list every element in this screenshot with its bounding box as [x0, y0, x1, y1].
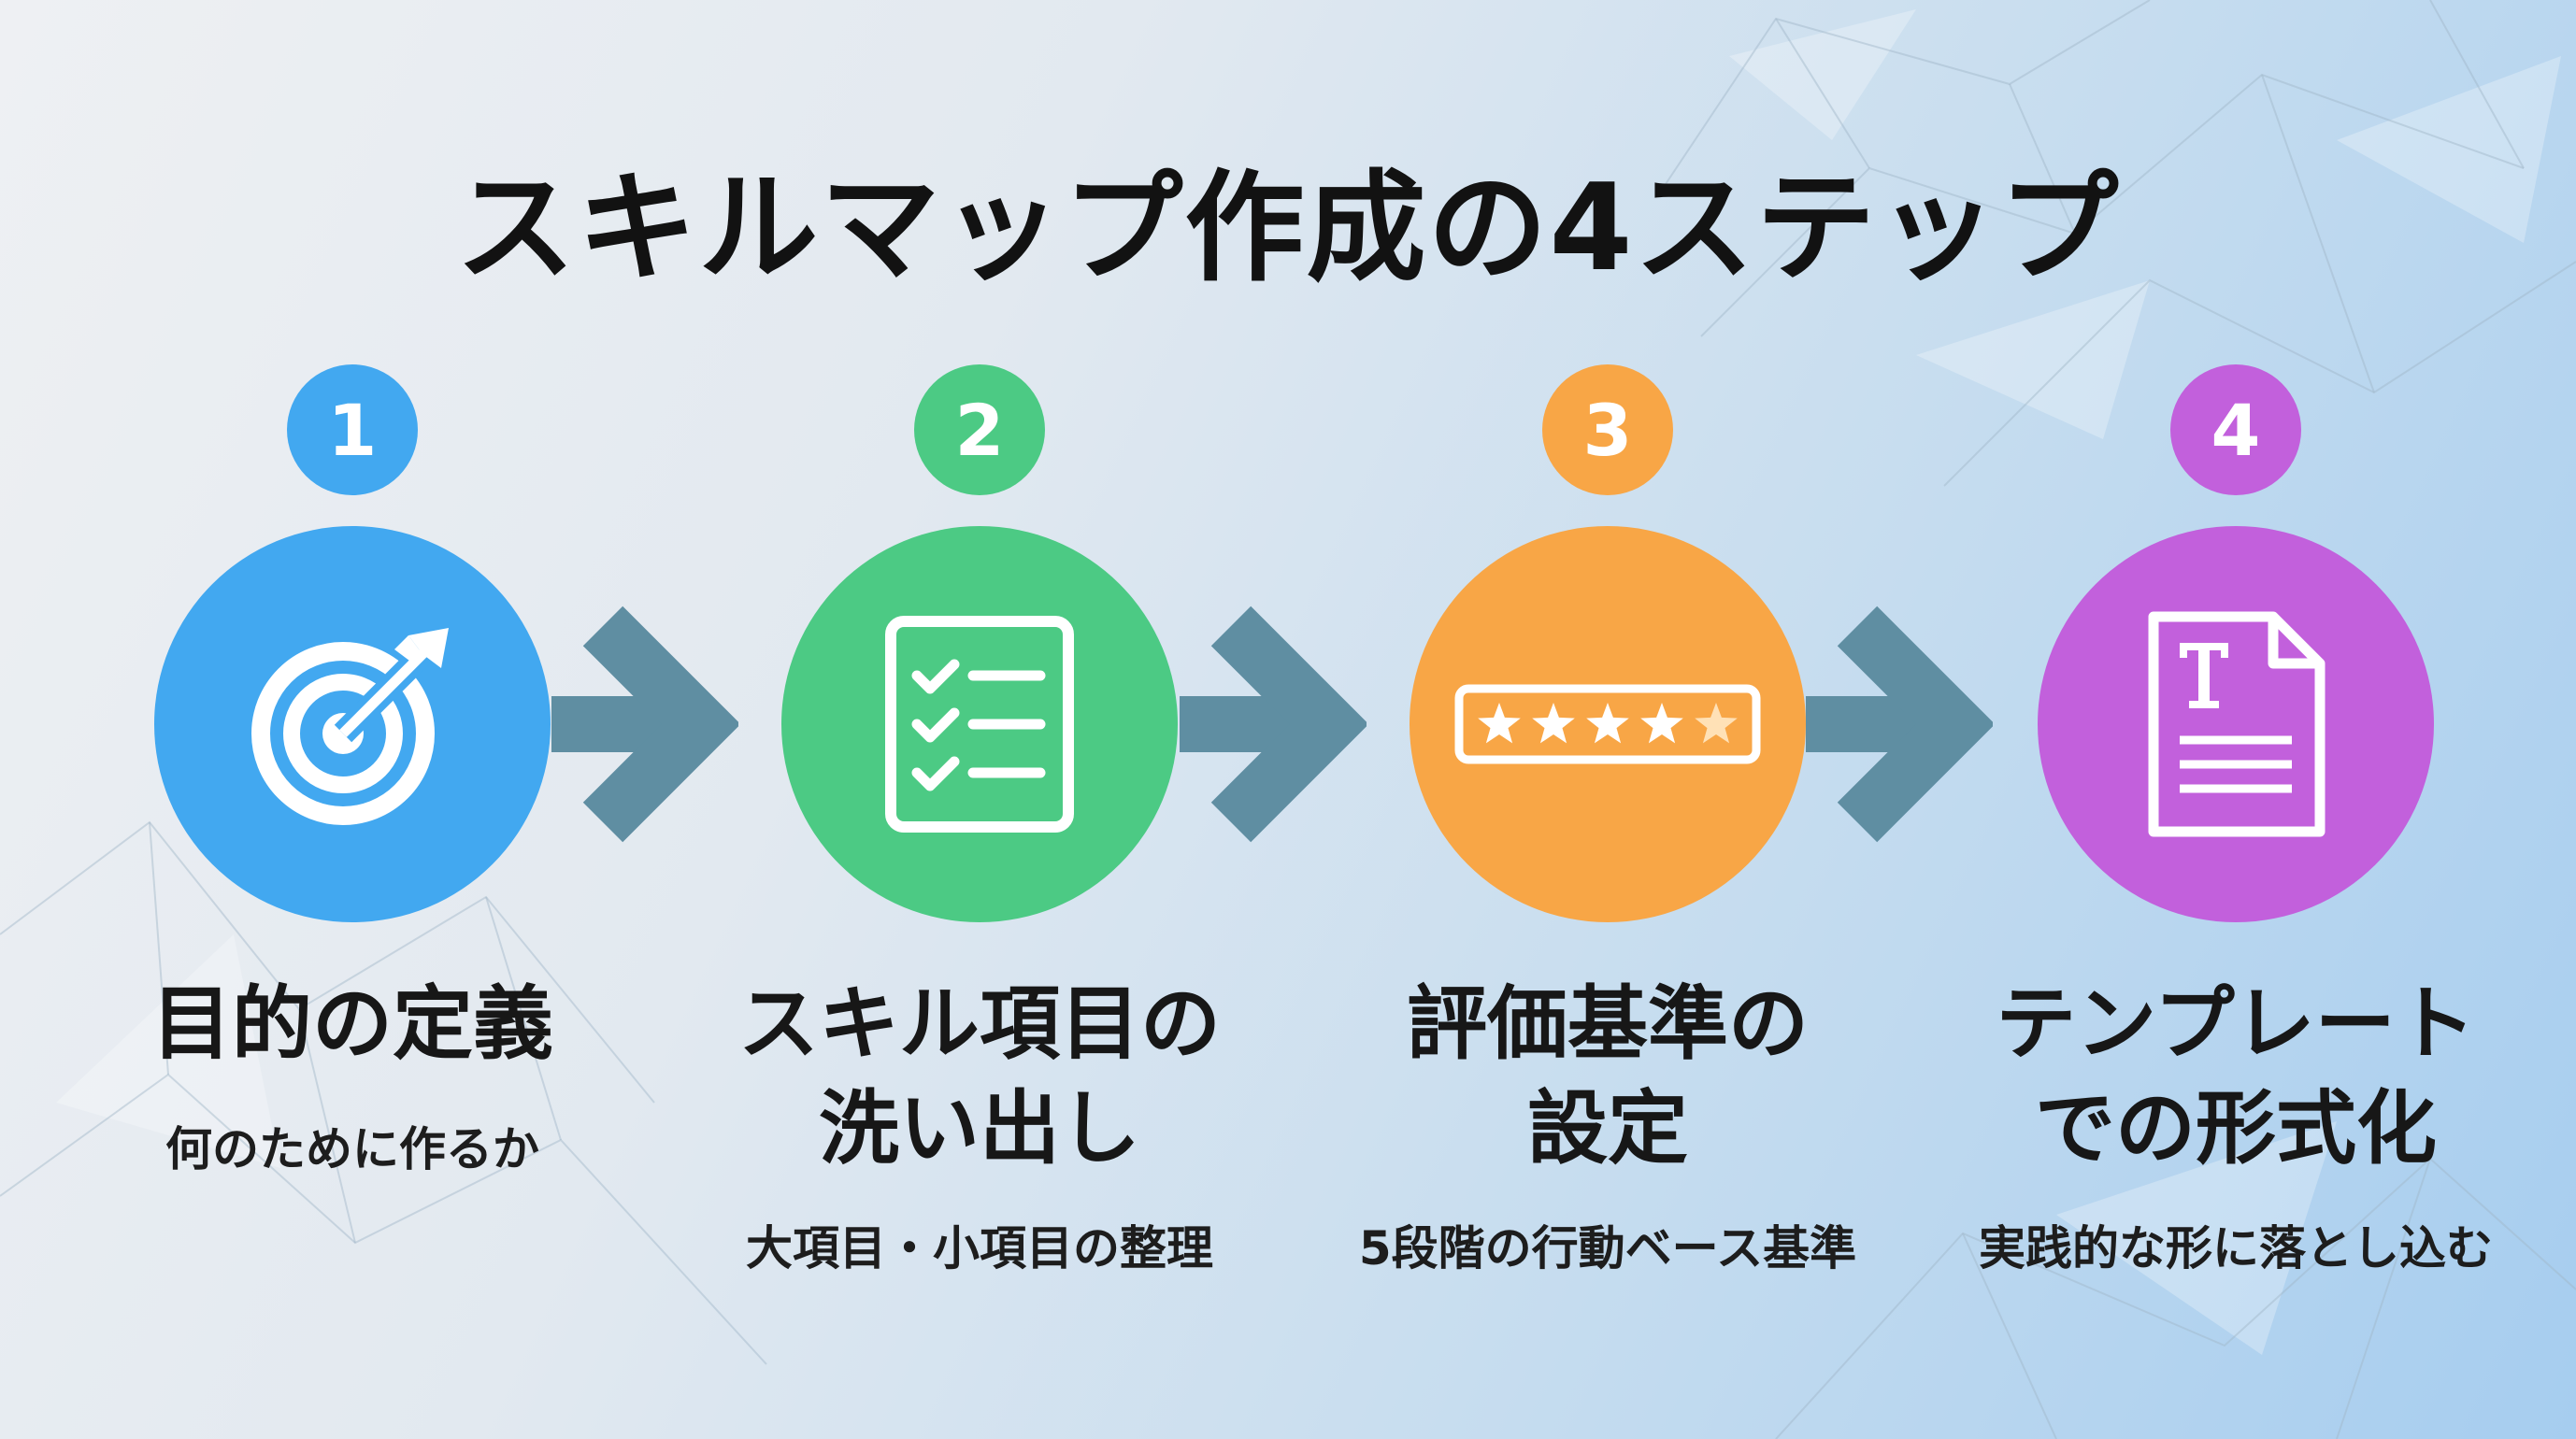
step-number-badge: 1 — [287, 364, 418, 495]
arrow-right-icon — [1806, 606, 1993, 843]
step-2: 2 スキル項目の 洗い出し 大項目・小項目の整理 — [718, 0, 1241, 1439]
step-title: 目的の定義 — [91, 972, 614, 1076]
step-number-badge: 2 — [914, 364, 1045, 495]
star-rating-icon — [1454, 684, 1761, 764]
step-title-line: 設定 — [1527, 1082, 1688, 1175]
step-title: 評価基準の 設定 — [1346, 972, 1869, 1181]
star-icon — [1586, 703, 1629, 744]
step-description: 何のために作るか — [165, 1122, 539, 1176]
step-icon-circle — [1410, 526, 1806, 922]
step-3: 3 評価基準の 設定 5段階の行動ベース基準 — [1346, 0, 1869, 1439]
target-icon — [251, 628, 449, 825]
arrow-right-icon — [551, 606, 738, 843]
star-icon — [1532, 703, 1575, 744]
step-description: 5段階の行動ベース基準 — [1358, 1221, 1857, 1275]
step-title-line: での形式化 — [2035, 1082, 2437, 1175]
step-title-line: 洗い出し — [819, 1082, 1140, 1175]
step-title-line: 目的の定義 — [151, 977, 553, 1071]
step-title-line: 評価基準の — [1407, 977, 1809, 1071]
step-title-line: スキル項目の — [738, 977, 1221, 1071]
document-template-icon — [2148, 611, 2326, 837]
step-icon-circle — [2038, 526, 2434, 922]
page-title: スキルマップ作成の4ステップ — [455, 159, 2121, 298]
star-icon — [1478, 703, 1521, 744]
step-4: 4 テンプレート での形式化 実践的な形に落とし込む — [1974, 0, 2497, 1439]
step-number-badge: 4 — [2170, 364, 2301, 495]
step-title-line: テンプレート — [1996, 977, 2476, 1071]
star-icon — [1695, 703, 1738, 744]
step-title: テンプレート での形式化 — [1974, 972, 2497, 1181]
step-icon-circle — [154, 526, 551, 922]
step-number-badge: 3 — [1542, 364, 1673, 495]
checklist-icon — [885, 616, 1074, 833]
step-icon-circle — [781, 526, 1178, 922]
step-description: 実践的な形に落とし込む — [1979, 1221, 2493, 1275]
step-title: スキル項目の 洗い出し — [718, 972, 1241, 1181]
star-icon — [1640, 703, 1683, 744]
step-1: 1 目的の定義 何のために作るか — [91, 0, 614, 1439]
step-description: 大項目・小項目の整理 — [746, 1221, 1213, 1275]
arrow-right-icon — [1180, 606, 1367, 843]
